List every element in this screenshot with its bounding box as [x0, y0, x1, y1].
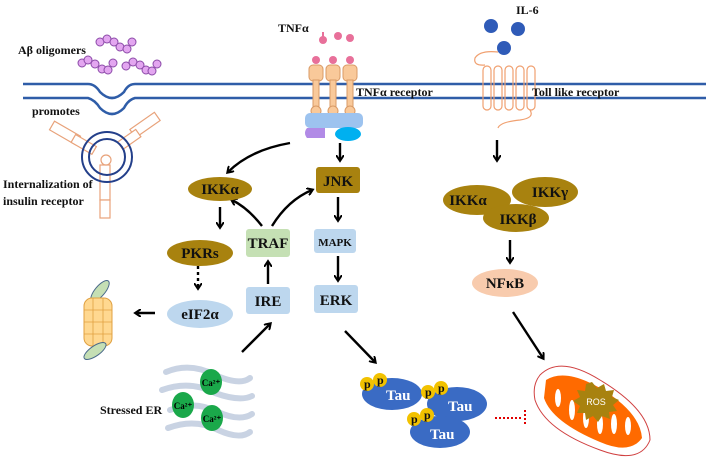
- svg-text:Tau: Tau: [448, 399, 472, 415]
- toll-like-receptor-icon: [474, 51, 536, 129]
- abeta-oligomers-icon: [77, 34, 162, 76]
- abeta-label: Aβ oligomers: [18, 43, 86, 57]
- ikk-alpha: IKKα: [449, 193, 487, 209]
- calcium-ions: Ca²⁺ Ca²⁺ Ca²⁺: [172, 369, 223, 431]
- node-jnk: JNK: [316, 167, 360, 193]
- svg-text:PKRs: PKRs: [181, 246, 219, 262]
- node-nfkb: NFκB: [472, 269, 538, 297]
- internalization-label-2: insulin receptor: [3, 194, 84, 208]
- ikk-gamma: IKKγ: [532, 185, 568, 201]
- svg-text:NFκB: NFκB: [486, 276, 524, 292]
- node-mapk: MAPK: [314, 229, 356, 253]
- svg-text:JNK: JNK: [323, 174, 353, 190]
- pathway-arrows: [136, 140, 543, 362]
- svg-text:IRE: IRE: [255, 294, 282, 310]
- stressed-er-label: Stressed ER: [100, 403, 162, 417]
- svg-text:eIF2α: eIF2α: [181, 307, 219, 323]
- proteasome-icon: [83, 280, 113, 361]
- svg-text:Ca²⁺: Ca²⁺: [174, 401, 193, 411]
- node-erk: ERK: [314, 285, 358, 313]
- ros-burst: ROS: [573, 382, 619, 422]
- node-pkrs: PKRs: [167, 240, 233, 266]
- tnfa-receptor-label: TNFα receptor: [356, 85, 433, 99]
- node-ikka: IKKα: [188, 177, 252, 201]
- svg-text:p: p: [424, 408, 431, 422]
- cell-membrane: [23, 82, 706, 116]
- svg-text:MAPK: MAPK: [318, 237, 352, 249]
- tnfa-label: TNFα: [278, 21, 309, 35]
- svg-text:Ca²⁺: Ca²⁺: [203, 414, 222, 424]
- svg-text:ROS: ROS: [586, 397, 606, 407]
- inhibition-mark: [495, 410, 526, 426]
- svg-text:Tau: Tau: [430, 427, 454, 443]
- svg-text:ERK: ERK: [320, 293, 353, 309]
- tnfa-receptor-icon: [305, 56, 363, 141]
- svg-text:p: p: [425, 385, 432, 399]
- promotes-label: promotes: [32, 104, 80, 118]
- node-eif2a: eIF2α: [167, 300, 233, 328]
- tnfa-ligand-icon: [319, 32, 354, 44]
- svg-text:p: p: [438, 381, 445, 395]
- node-ire: IRE: [246, 287, 290, 314]
- insulin-receptor-icon: [48, 111, 161, 219]
- toll-receptor-label: Toll like receptor: [532, 85, 620, 99]
- internalization-label-1: Internalization of: [3, 177, 94, 191]
- ikk-beta: IKKβ: [499, 212, 536, 228]
- svg-text:Tau: Tau: [386, 388, 410, 404]
- svg-text:Ca²⁺: Ca²⁺: [202, 378, 221, 388]
- il6-ligand-icon: [484, 19, 525, 55]
- svg-text:TRAF: TRAF: [248, 236, 289, 252]
- node-traf: TRAF: [246, 229, 290, 257]
- svg-text:p: p: [377, 373, 384, 387]
- ikk-complex: IKKα IKKγ IKKβ: [443, 177, 578, 232]
- svg-text:IKKα: IKKα: [201, 182, 239, 198]
- svg-text:p: p: [364, 377, 371, 391]
- svg-text:p: p: [411, 412, 418, 426]
- il6-label: IL-6: [516, 3, 539, 17]
